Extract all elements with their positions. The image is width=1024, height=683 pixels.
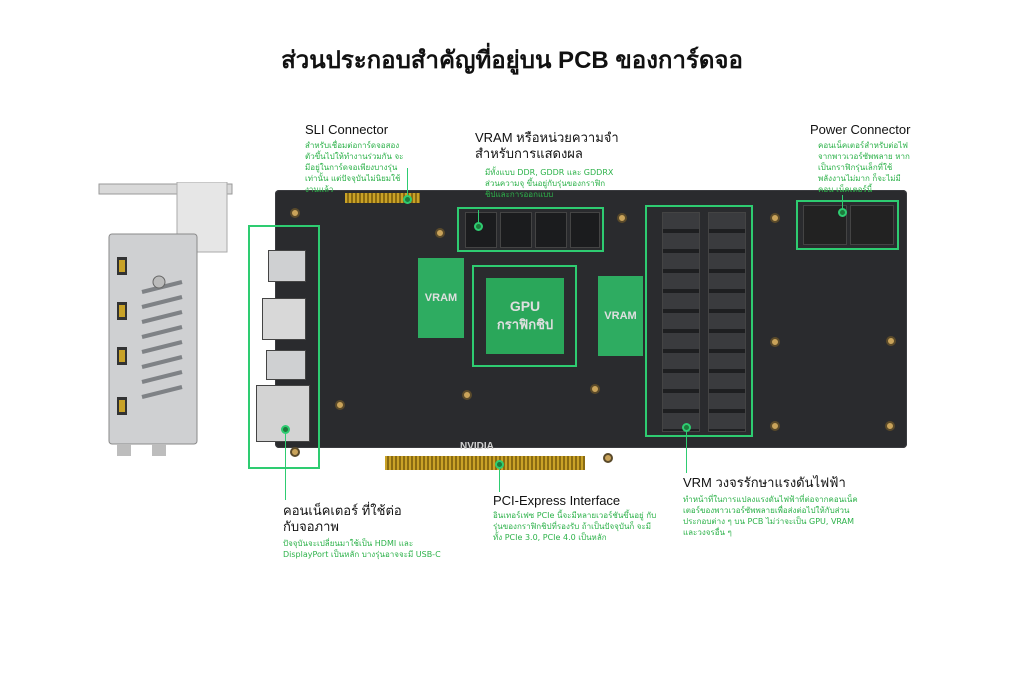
screw xyxy=(885,421,895,431)
displayport-1 xyxy=(266,350,306,380)
vram-left-block: VRAM xyxy=(418,258,464,338)
screw xyxy=(770,421,780,431)
sli-gold-fingers xyxy=(345,193,420,203)
screw xyxy=(770,337,780,347)
card-bracket-side-view xyxy=(98,182,233,456)
sli-leader-line xyxy=(407,168,408,198)
page-title: ส่วนประกอบสำคัญที่อยู่บน PCB ของการ์ดจอ xyxy=(281,47,743,74)
hdmi-port-2 xyxy=(262,298,306,340)
vram-top-highlight xyxy=(457,207,604,252)
vram-left-label: VRAM xyxy=(424,292,458,304)
screw xyxy=(462,390,472,400)
power-leader-dot xyxy=(838,208,847,217)
gpu-chip: GPU กราฟิกชิป xyxy=(486,278,564,354)
displayport-2 xyxy=(256,385,310,442)
gpu-sublabel: กราฟิกชิป xyxy=(496,316,554,332)
screw xyxy=(335,400,345,410)
nvidia-logo-text: NVIDIA xyxy=(460,441,494,452)
vram-right-block: VRAM xyxy=(598,276,643,356)
screw xyxy=(617,213,627,223)
connector-description: ปัจจุบันจะเปลี่ยนมาใช้เป็น HDMI และ Disp… xyxy=(283,539,441,559)
pcie-leader-line xyxy=(499,466,500,492)
screw xyxy=(590,384,600,394)
power-description: คอนเน็คเตอร์สำหรับต่อไฟ จากพาวเวอร์ซัพพล… xyxy=(818,141,910,194)
pcie-gold-fingers xyxy=(385,456,585,470)
gpu-label: GPU xyxy=(509,297,541,314)
power-connector-1 xyxy=(803,205,847,245)
pcie-heading: PCI-Express Interface xyxy=(493,493,621,508)
connector-heading: คอนเน็คเตอร์ ที่ใช้ต่อกับจอภาพ xyxy=(283,503,402,534)
screw xyxy=(770,213,780,223)
vram-leader-dot xyxy=(474,222,483,231)
pcie-description: อินเทอร์เฟซ PCIe นี้จะมีหลายเวอร์ชันขึ้น… xyxy=(493,511,657,542)
sli-description: สำหรับเชื่อมต่อการ์ดจอสอง ตัวขึ้นไปให้ทำ… xyxy=(305,141,404,194)
power-connector-2 xyxy=(850,205,894,245)
screw xyxy=(435,228,445,238)
display-connector-highlight xyxy=(248,225,320,469)
vrm-highlight xyxy=(645,205,753,437)
connector-leader-dot xyxy=(281,425,290,434)
vrm-description: ทำหน้าที่ในการแปลงแรงดันไฟฟ้าที่ต่อจากคอ… xyxy=(683,495,858,537)
power-heading: Power Connector xyxy=(810,122,911,137)
vram-chip xyxy=(570,212,600,248)
vram-leader-line xyxy=(478,210,479,224)
vram-right-label: VRAM xyxy=(604,310,637,322)
vram-heading: VRAM หรือหน่วยความจำ สำหรับการแสดงผล xyxy=(475,130,619,161)
vram-description: มีทั้งแบบ DDR, GDDR และ GDDRX ส่วนความจุ… xyxy=(485,168,614,199)
power-connector-highlight xyxy=(796,200,899,250)
vram-chip xyxy=(535,212,567,248)
vrm-column-1 xyxy=(662,212,700,432)
vrm-heading: VRM วงจรรักษาแรงดันไฟฟ้า xyxy=(683,475,846,490)
power-leader-line xyxy=(842,195,843,211)
hdmi-port-1 xyxy=(268,250,306,282)
screw xyxy=(603,453,613,463)
connector-leader-line xyxy=(285,430,286,500)
vrm-leader-dot xyxy=(682,423,691,432)
vram-chip xyxy=(500,212,532,248)
sli-leader-dot xyxy=(403,195,412,204)
screw xyxy=(290,208,300,218)
screw xyxy=(886,336,896,346)
vrm-leader-line xyxy=(686,428,687,473)
sli-heading: SLI Connector xyxy=(305,122,389,137)
vrm-column-2 xyxy=(708,212,746,432)
screw xyxy=(290,447,300,457)
pcie-leader-dot xyxy=(495,460,504,469)
gpu-outer-frame xyxy=(472,265,577,367)
